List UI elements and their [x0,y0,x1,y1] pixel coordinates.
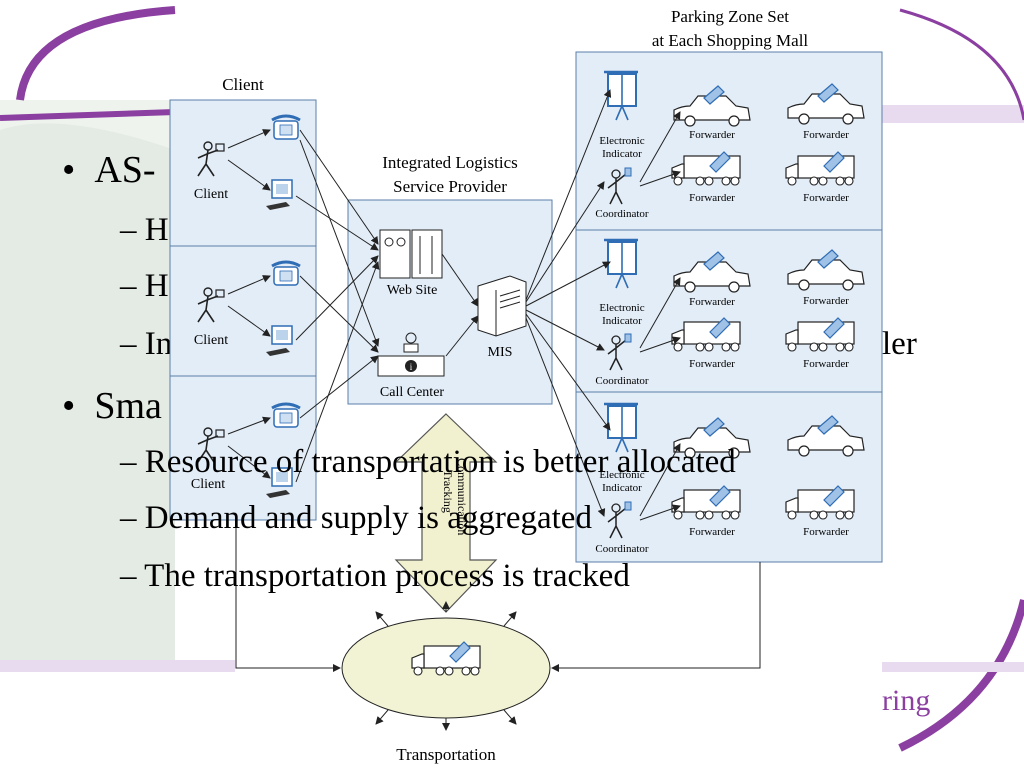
purple-swoosh-top-right [899,8,1024,121]
parking-zone-2: Electronic Indicator Coordinator Forward… [575,229,883,393]
web-server-icon [379,229,443,279]
ilsp-panel: Web Site i Call Center MIS [347,199,553,405]
paper-shadow [0,123,175,661]
bullet-1-1: – H [120,212,169,248]
parking-zone-3: Electronic Indicator Coordinator Forward… [575,391,883,563]
purple-swoosh-bottom-right [898,599,1024,752]
forwarder-label: Forwarder [689,129,735,141]
parking-zone-1: Electronic Indicator Coordinator Forward… [575,51,883,231]
forwarder-label: Forwarder [689,358,735,370]
electronic-indicator-label: Indicator [602,148,642,160]
bullet-2: • Sma [62,385,162,427]
tracking-label: Tracking [441,470,455,513]
electronic-indicator-label: Electronic [599,469,644,481]
call-center-icon: i [377,332,445,377]
forwarder-label: Forwarder [803,358,849,370]
coordinator-label: Coordinator [595,208,648,220]
client-section-2 [169,245,317,377]
electronic-indicator-label: Indicator [602,482,642,494]
parking-title-line1: Parking Zone Set [671,7,789,26]
mis-server-icon [477,275,527,337]
electronic-indicator-label: Indicator [602,315,642,327]
transportation-loop [235,520,761,672]
electronic-indicator-label: Electronic [599,135,644,147]
client-panel: Client Client Client [169,99,317,521]
forwarder-label: Forwarder [689,296,735,308]
purple-swoosh-top-left [16,6,176,101]
coordinator-label: Coordinator [595,375,648,387]
forwarder-label: Forwarder [689,192,735,204]
forwarder-label: Forwarder [689,526,735,538]
mis-connectors [525,89,612,517]
bullet-2-3: – The transportation process is tracked [120,558,630,594]
communication-label: Communication [455,458,469,535]
web-site-label: Web Site [387,283,438,298]
footer-partial-text: ring [882,684,931,717]
bullet-2-1: – Resource of transportation is better a… [120,444,736,480]
bullet-2-2: – Demand and supply is aggregated [120,500,592,536]
mis-label: MIS [488,345,513,360]
transportation-node: Transportation [341,601,551,764]
parking-title-line2: at Each Shopping Mall [652,31,809,50]
client-title: Client [222,75,264,94]
call-center-label: Call Center [380,385,444,400]
forwarder-label: Forwarder [803,129,849,141]
purple-band-bottom-right [882,662,1024,672]
purple-line-left [0,109,176,121]
client-label-1: Client [194,187,228,202]
purple-band-bottom [0,660,235,672]
client-label-2: Client [194,333,228,348]
bullet-1-2: – H [120,268,169,304]
forwarder-label: Forwarder [803,295,849,307]
bullet-1-3-tail: ler [882,326,917,362]
ilsp-title-line1: Integrated Logistics [382,153,518,172]
purple-band-right [882,105,1024,123]
coordinator-label: Coordinator [595,543,648,555]
ilsp-title-line2: Service Provider [393,177,507,196]
electronic-indicator-label: Electronic [599,302,644,314]
bullet-1: • AS- [62,149,156,191]
forwarder-label: Forwarder [803,526,849,538]
svg-text:i: i [410,362,413,372]
client-connectors [295,129,380,483]
transportation-label: Transportation [396,745,496,764]
client-section-3 [169,375,317,521]
tracking-communication-arrow: Tracking Communication [394,413,498,613]
bullet-1-3: – In [120,326,173,362]
forwarder-label: Forwarder [803,192,849,204]
client-label-3: Client [191,477,225,492]
